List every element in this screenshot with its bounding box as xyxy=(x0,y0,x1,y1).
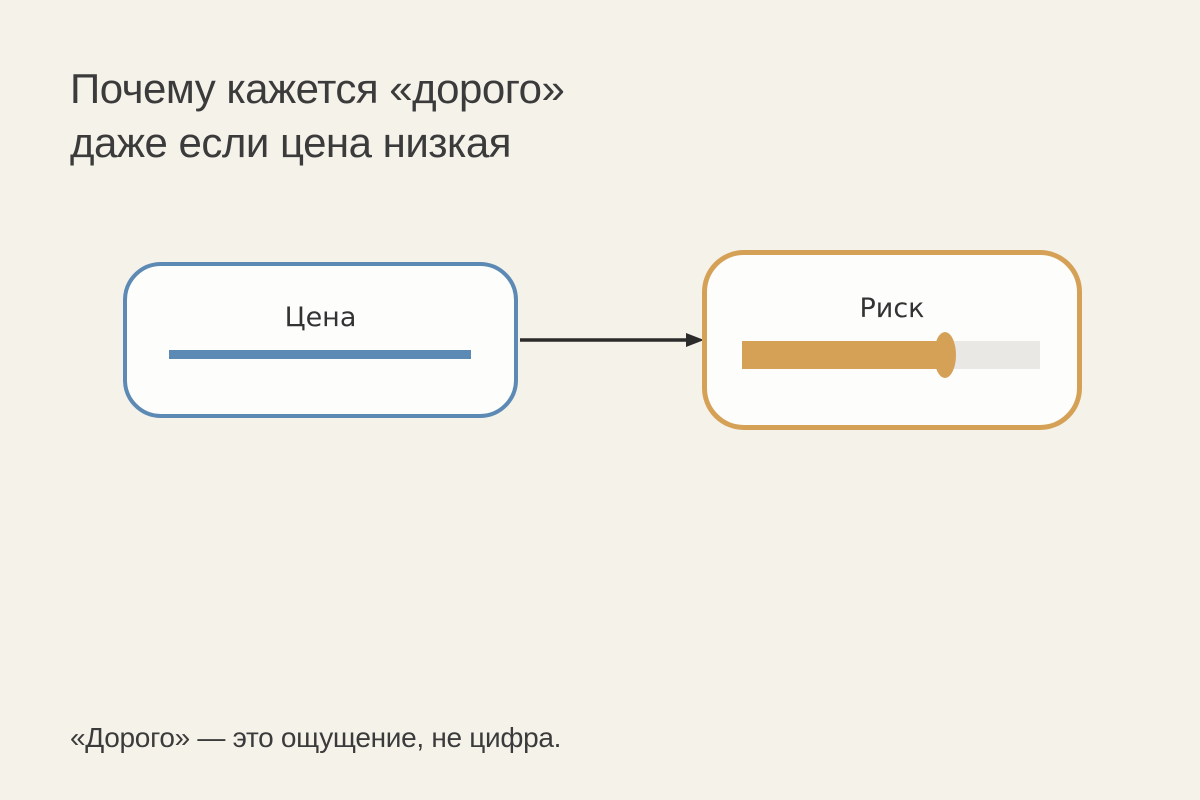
risk-slider-track xyxy=(742,332,1040,378)
slide-title: Почему кажется «дорого» даже если цена н… xyxy=(70,62,565,170)
title-line-1: Почему кажется «дорого» xyxy=(70,65,565,112)
risk-node-label: Риск xyxy=(859,293,925,324)
risk-node: Риск xyxy=(702,250,1082,430)
price-bar xyxy=(169,350,471,359)
risk-slider-fill xyxy=(742,341,945,369)
arrow-connector xyxy=(520,333,704,347)
title-line-2: даже если цена низкая xyxy=(70,119,511,166)
caption: «Дорого» — это ощущение, не цифра. xyxy=(70,722,562,753)
price-node-label: Цена xyxy=(284,302,357,333)
risk-slider-thumb xyxy=(933,332,956,378)
price-node: Цена xyxy=(123,262,518,418)
